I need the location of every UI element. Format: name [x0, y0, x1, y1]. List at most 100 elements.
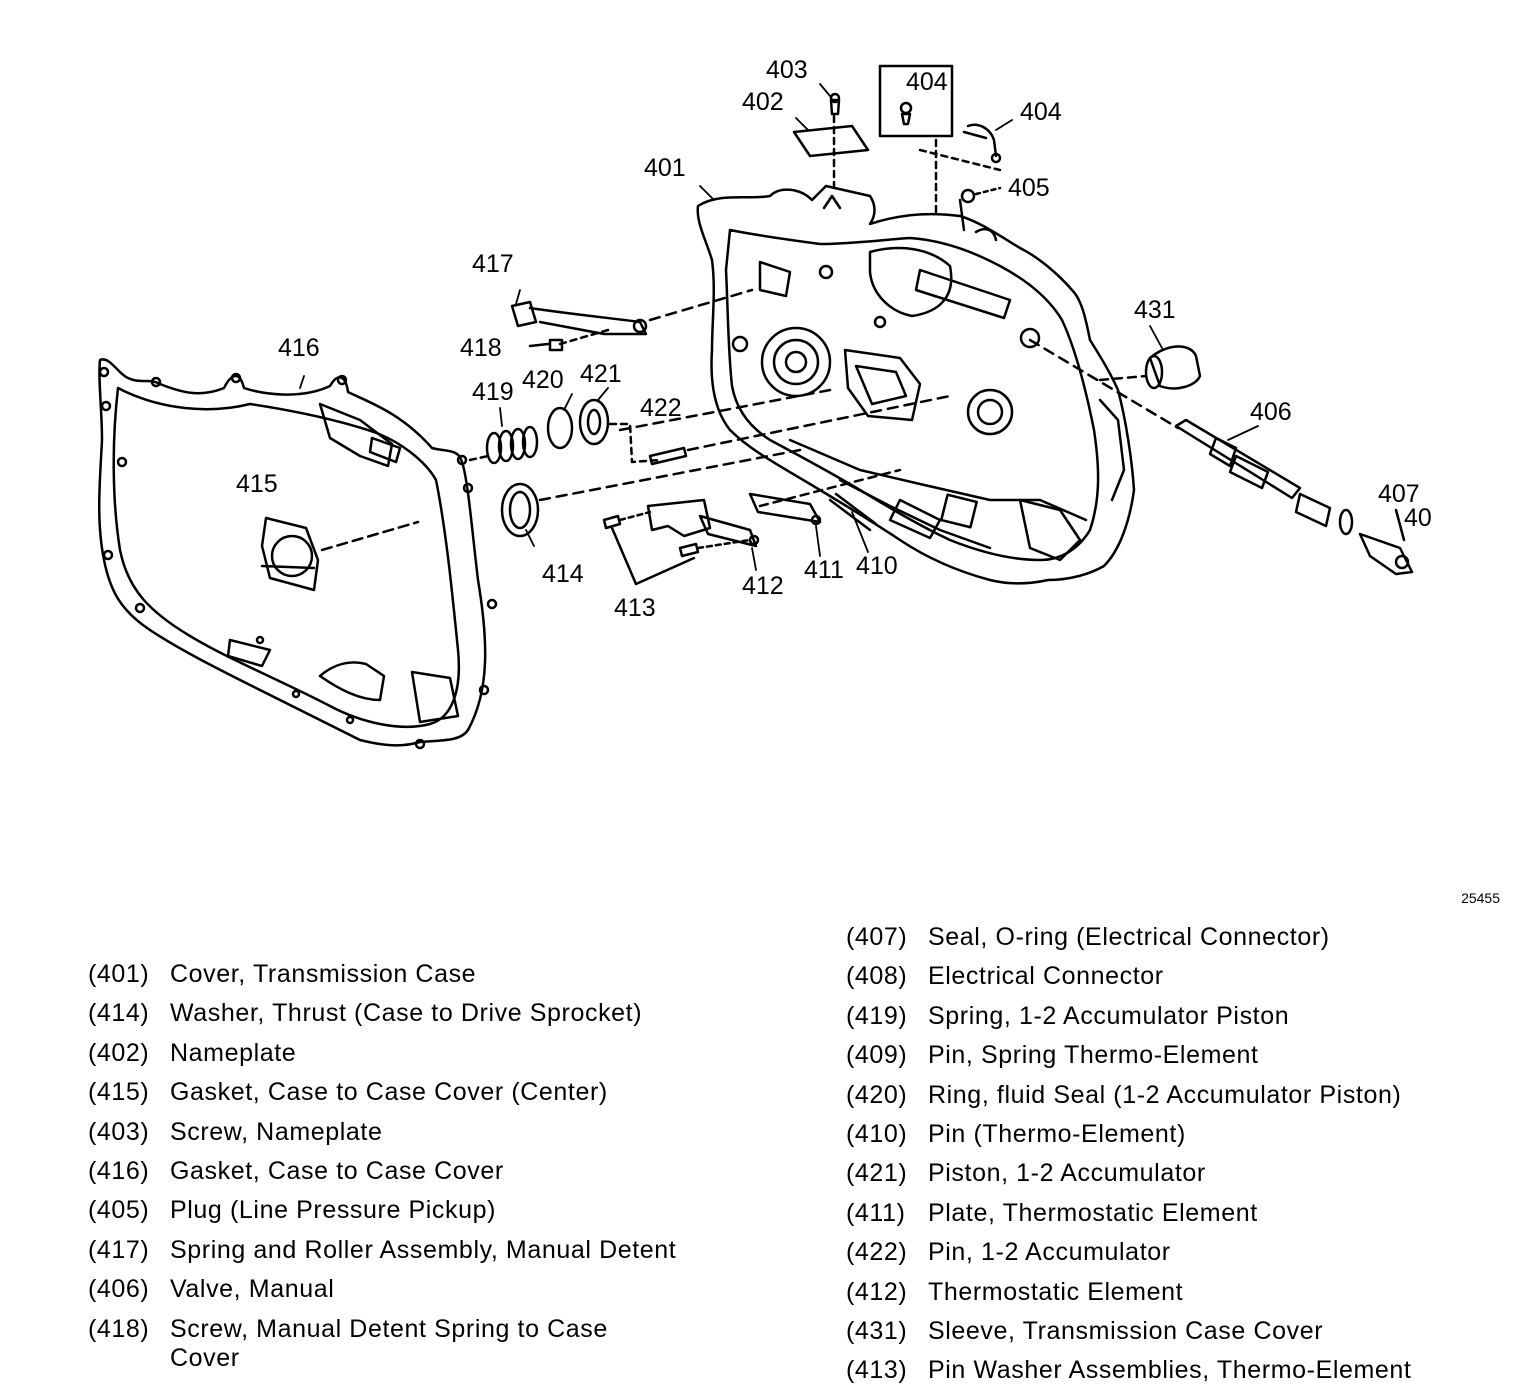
legend-item: (421) Piston, 1-2 Accumulator	[846, 1154, 1506, 1193]
legend-item-number: (419)	[846, 1001, 908, 1030]
part-413-pin-washer	[602, 510, 752, 586]
callout-408: 40	[1404, 504, 1432, 532]
callout-410: 410	[856, 552, 898, 580]
legend-item-text: Spring, 1-2 Accumulator Piston	[928, 1001, 1290, 1030]
part-410-pin	[828, 492, 878, 532]
legend-item-text: Screw, Nameplate	[170, 1117, 383, 1146]
part-419-spring	[485, 425, 539, 465]
leader-421	[608, 422, 662, 464]
part-407-seal	[1338, 508, 1354, 536]
callout-419: 419	[472, 378, 514, 406]
legend-item: (402) Nameplate	[88, 1034, 788, 1073]
leader-419	[468, 454, 490, 462]
legend-item-number: (405)	[88, 1196, 150, 1225]
callout-416: 416	[278, 334, 320, 362]
legend-item-number: (415)	[88, 1078, 150, 1107]
legend-item-text: Ring, fluid Seal (1-2 Accumulator Piston…	[928, 1080, 1402, 1109]
leader-lines	[299, 83, 1259, 571]
part-412-thermostatic-element	[646, 498, 760, 548]
callout-407: 407	[1378, 480, 1420, 508]
legend-item-text: Pin (Thermo-Element)	[928, 1120, 1186, 1149]
legend-item-text: Sleeve, Transmission Case Cover	[928, 1317, 1324, 1346]
legend-item-text: Nameplate	[170, 1038, 297, 1067]
legend-item-text: Valve, Manual	[170, 1275, 335, 1304]
legend-item: (419) Spring, 1-2 Accumulator Piston	[846, 997, 1506, 1036]
part-416-gasket	[97, 358, 498, 750]
part-414-thrust-washer	[500, 448, 802, 538]
legend-item: (415)Gasket, Case to Case Cover (Center)	[88, 1073, 788, 1112]
legend-item-number: (411)	[846, 1198, 906, 1227]
part-415-center-gasket	[260, 516, 420, 592]
legend-item: (410)Pin (Thermo-Element)	[846, 1115, 1506, 1154]
callout-418: 418	[460, 334, 502, 362]
legend-item: (401)Cover, Transmission Case	[88, 955, 788, 994]
callout-421: 421	[580, 360, 622, 388]
callout-404-boxed: 404	[906, 68, 948, 96]
callout-414: 414	[542, 560, 584, 588]
legend-item: (405) Plug (Line Pressure Pickup)	[88, 1191, 788, 1230]
part-408-connector	[1358, 508, 1414, 576]
part-422-pin	[648, 394, 952, 466]
legend-item-number: (409)	[846, 1041, 908, 1070]
legend-item-text: Piston, 1-2 Accumulator	[928, 1159, 1206, 1188]
callout-406: 406	[1250, 398, 1292, 426]
callout-422: 422	[640, 394, 682, 422]
legend-item: (403) Screw, Nameplate	[88, 1113, 788, 1152]
legend-item-text: Pin, 1-2 Accumulator	[928, 1238, 1171, 1267]
legend-item: (411) Plate, Thermostatic Element	[846, 1194, 1506, 1233]
legend-item-text: Plate, Thermostatic Element	[928, 1198, 1258, 1227]
legend-item-number: (421)	[846, 1159, 908, 1188]
legend-item-text: Pin Washer Assemblies, Thermo-Element	[928, 1356, 1412, 1385]
part-411-plate	[748, 468, 902, 526]
legend-left: (401)Cover, Transmission Case (414)Washe…	[88, 955, 788, 1373]
legend-item-text: Thermostatic Element	[928, 1277, 1184, 1306]
callout-411: 411	[804, 556, 844, 584]
callout-401: 401	[644, 154, 686, 182]
part-404-box	[878, 64, 1002, 214]
legend-item: (418) Screw, Manual Detent Spring to Case…	[88, 1310, 788, 1373]
part-405-plug	[960, 186, 1002, 204]
legend-item-text: Washer, Thrust (Case to Drive Sprocket)	[170, 999, 643, 1028]
callout-412: 412	[742, 572, 784, 600]
legend-item-text: Plug (Line Pressure Pickup)	[170, 1196, 497, 1225]
part-402-nameplate	[792, 92, 870, 190]
callout-403: 403	[766, 56, 808, 84]
legend-item-text: Screw, Manual Detent Spring to Case Cove…	[170, 1314, 608, 1372]
legend-item: (431) Sleeve, Transmission Case Cover	[846, 1312, 1506, 1351]
legend-item-number: (418)	[88, 1314, 150, 1343]
callout-405: 405	[1008, 174, 1050, 202]
legend-item-number: (420)	[846, 1080, 908, 1109]
legend-item-number: (403)	[88, 1117, 150, 1146]
legend-item: (412) Thermostatic Element	[846, 1273, 1506, 1312]
legend-item-text: Cover, Transmission Case	[170, 960, 477, 988]
legend-item-number: (416)	[88, 1157, 150, 1186]
legend-item-number: (422)	[846, 1238, 908, 1267]
legend-item-number: (431)	[846, 1317, 908, 1346]
part-431-sleeve	[1098, 345, 1202, 390]
exploded-view-diagram: 403 402 404 404 401 405 417 431 416 418 …	[97, 56, 1432, 750]
legend-item-text: Seal, O-ring (Electrical Connector)	[928, 923, 1330, 951]
legend-item: (417)Spring and Roller Assembly, Manual …	[88, 1231, 788, 1270]
legend-item: (414)Washer, Thrust (Case to Drive Sproc…	[88, 994, 788, 1033]
callout-402: 402	[742, 88, 784, 116]
part-421-piston	[578, 398, 610, 446]
legend-item-number: (402)	[88, 1038, 150, 1067]
callout-431: 431	[1134, 296, 1176, 324]
legend-right: (407) Seal, O-ring (Electrical Connector)…	[846, 918, 1506, 1391]
legend-item-text: Pin, Spring Thermo-Element	[928, 1041, 1259, 1070]
callout-404: 404	[1020, 98, 1062, 126]
part-401-case-cover	[696, 184, 1136, 585]
legend-item: (416) Gasket, Case to Case Cover	[88, 1152, 788, 1191]
legend-item-text: Electrical Connector	[928, 962, 1164, 991]
legend-item-number: (412)	[846, 1277, 908, 1306]
legend-item-number: (417)	[88, 1235, 150, 1264]
legend-item: (408) Electrical Connector	[846, 957, 1506, 996]
callout-420: 420	[522, 366, 564, 394]
legend-item-number: (408)	[846, 962, 908, 991]
callout-413: 413	[614, 594, 656, 622]
callout-labels: 403 402 404 404 401 405 417 431 416 418 …	[236, 56, 1432, 622]
legend-item-number: (406)	[88, 1275, 150, 1304]
legend-item: (406) Valve, Manual	[88, 1270, 788, 1309]
legend-item-number: (407)	[846, 923, 908, 951]
legend-item-text: Gasket, Case to Case Cover	[170, 1157, 504, 1186]
